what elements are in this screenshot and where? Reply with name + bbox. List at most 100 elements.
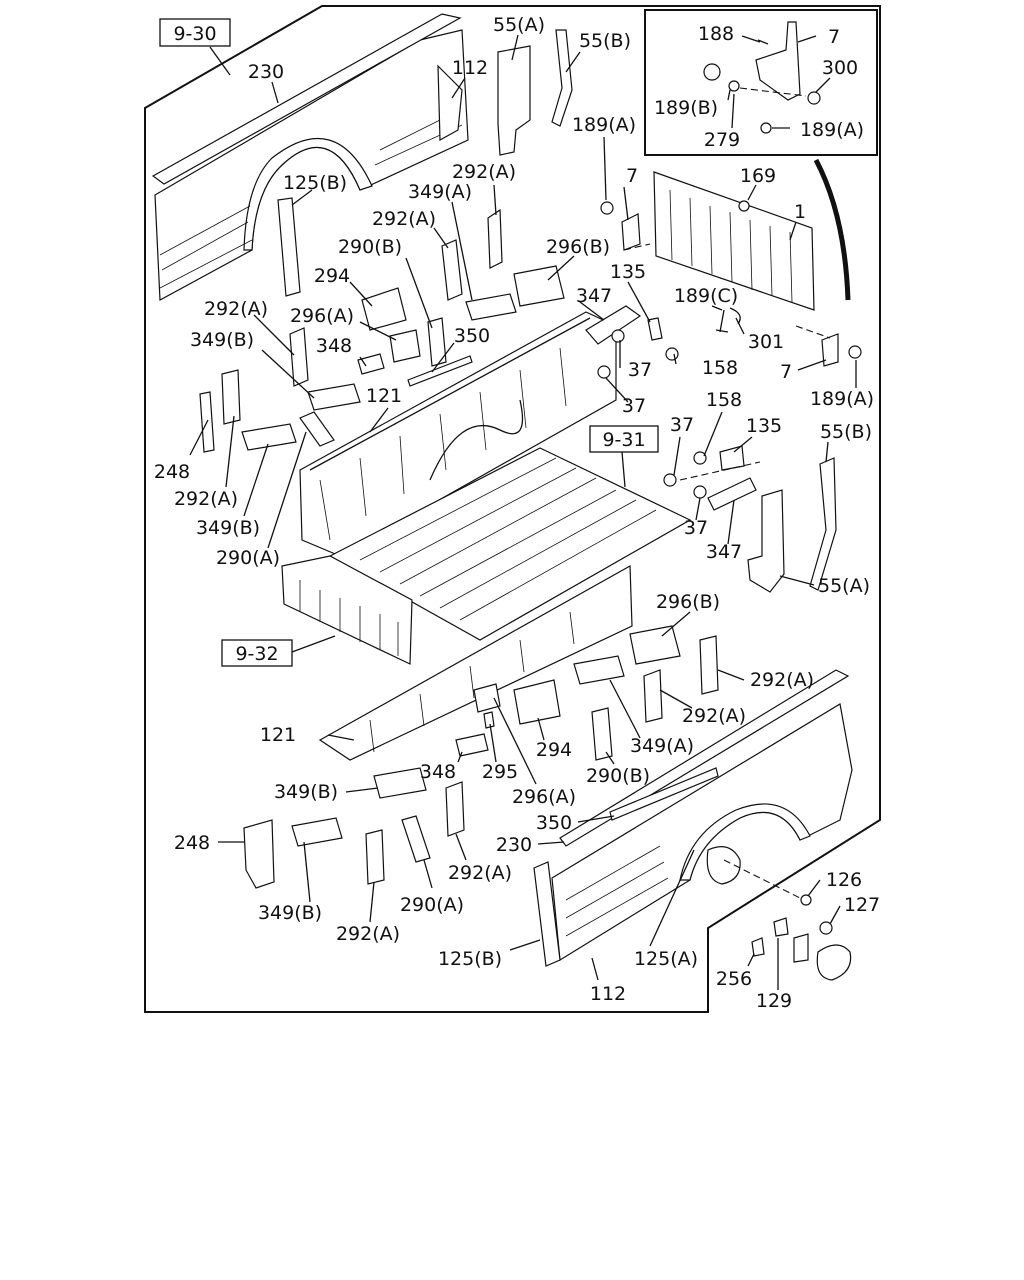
callout-301: 301 xyxy=(748,331,784,353)
front-panel xyxy=(281,555,413,665)
callout-292a-lower-2: 292(A) xyxy=(682,705,746,727)
bracket-348-lower xyxy=(455,733,489,757)
bracket-292a-left-2 xyxy=(221,369,241,425)
spring-256 xyxy=(751,937,765,957)
callout-127: 127 xyxy=(844,894,880,916)
upper-rail xyxy=(151,13,462,185)
bolt-126 xyxy=(800,894,812,906)
bracket-292a-left xyxy=(289,327,309,387)
bracket-292a-upper-2 xyxy=(441,239,463,301)
callout-290b-lower: 290(B) xyxy=(586,765,650,787)
tailgate-dash-right xyxy=(795,325,831,339)
callout-248-lower: 248 xyxy=(174,832,210,854)
callout-55b-right: 55(B) xyxy=(820,421,872,443)
inset-clip-188 xyxy=(757,39,769,45)
inset-callout-300: 300 xyxy=(822,57,858,79)
inset-dash xyxy=(739,87,807,97)
callout-349b-upper: 349(B) xyxy=(190,329,254,351)
bracket-292a-lower-2 xyxy=(643,669,663,723)
callout-349a-upper: 349(A) xyxy=(408,181,472,203)
bolt-189c xyxy=(715,309,729,333)
striker-135-upper xyxy=(647,317,663,341)
callout-121-upper: 121 xyxy=(366,385,402,407)
bracket-349b-left-2 xyxy=(241,423,297,451)
callout-55b-upper: 55(B) xyxy=(579,30,631,52)
bracket-292a-lower-3 xyxy=(445,781,465,837)
clip-near-129 xyxy=(773,917,789,937)
upper-inner-side xyxy=(299,311,617,557)
callout-296a-lower: 296(A) xyxy=(512,786,576,808)
callout-125a: 125(A) xyxy=(634,948,698,970)
inset-frame xyxy=(644,9,878,156)
inset-bolt-189b xyxy=(703,63,721,81)
inset-callout-7: 7 xyxy=(828,26,840,48)
upper-corner-bracket xyxy=(497,45,531,156)
bracket-349b-lower-1 xyxy=(373,767,427,799)
bolt-189a-right xyxy=(848,345,862,359)
bracket-348-upper xyxy=(357,353,385,375)
callout-290a-left: 290(A) xyxy=(216,547,280,569)
bracket-349a-lower xyxy=(573,655,625,685)
right-corner-post xyxy=(809,457,837,591)
inset-callout-189a: 189(A) xyxy=(800,119,864,141)
callout-189c: 189(C) xyxy=(674,285,738,307)
callout-1: 1 xyxy=(794,201,806,223)
lower-corner-strip xyxy=(533,861,561,967)
bracket-296a-upper xyxy=(389,329,421,363)
bracket-296b-lower xyxy=(629,625,681,665)
ref-box-9-31: 9-31 xyxy=(589,425,659,488)
upper-corner-post xyxy=(551,29,573,127)
striker-135-right xyxy=(719,445,745,471)
callout-290b-upper: 290(B) xyxy=(338,236,402,258)
svg-text:9-30: 9-30 xyxy=(173,23,216,45)
callout-347-right: 347 xyxy=(706,541,742,563)
bracket-294-lower xyxy=(513,679,561,725)
inset-callout-189b: 189(B) xyxy=(654,97,718,119)
upper-strip-350 xyxy=(407,355,473,387)
bracket-290a-lower xyxy=(401,815,431,863)
callout-292a-lower-4: 292(A) xyxy=(336,923,400,945)
callout-292a-lower-3: 292(A) xyxy=(448,862,512,884)
callout-112-lower: 112 xyxy=(590,983,626,1005)
callout-37-upper-2: 37 xyxy=(622,395,646,417)
fuel-filler-housing xyxy=(706,846,741,885)
callout-296a-upper: 296(A) xyxy=(290,305,354,327)
bracket-292a-upper-1 xyxy=(487,208,503,269)
bracket-290a-left xyxy=(299,411,335,447)
diagram-frame xyxy=(144,5,881,1013)
callout-292a-left: 292(A) xyxy=(204,298,268,320)
bracket-349a-upper xyxy=(465,293,517,321)
callout-248-upper: 248 xyxy=(154,461,190,483)
callout-296b-upper: 296(B) xyxy=(546,236,610,258)
hinge-129 xyxy=(793,933,809,963)
inset-callout-279: 279 xyxy=(704,129,740,151)
lower-inner-side xyxy=(318,564,633,761)
callout-37-right-2: 37 xyxy=(684,517,708,539)
callout-125b-upper: 125(B) xyxy=(283,172,347,194)
bracket-347-upper xyxy=(585,305,642,345)
callout-230-upper: 230 xyxy=(248,61,284,83)
callout-158-right: 158 xyxy=(706,389,742,411)
bolt-127 xyxy=(819,921,833,935)
bolt-158-upper xyxy=(665,347,679,361)
callout-230-lower: 230 xyxy=(496,834,532,856)
bracket-292a-lower-1 xyxy=(699,635,719,695)
callout-292a-left-2: 292(A) xyxy=(174,488,238,510)
callout-294-upper: 294 xyxy=(314,265,350,287)
upper-side-panel xyxy=(154,29,469,301)
callout-7-left: 7 xyxy=(626,165,638,187)
hinge-7-left xyxy=(621,213,641,251)
upper-corner-strip xyxy=(277,197,301,297)
dash-37-347 xyxy=(679,461,761,481)
callout-348-upper: 348 xyxy=(316,335,352,357)
callout-126: 126 xyxy=(826,869,862,891)
bracket-292a-lower-4 xyxy=(365,829,385,885)
tailgate xyxy=(653,171,815,311)
inset-nut-300 xyxy=(807,91,821,105)
callout-296b-lower: 296(B) xyxy=(656,591,720,613)
lower-rail xyxy=(559,669,850,847)
inset-callout-188: 188 xyxy=(698,23,734,45)
callout-135-right: 135 xyxy=(746,415,782,437)
callout-7-right: 7 xyxy=(780,361,792,383)
